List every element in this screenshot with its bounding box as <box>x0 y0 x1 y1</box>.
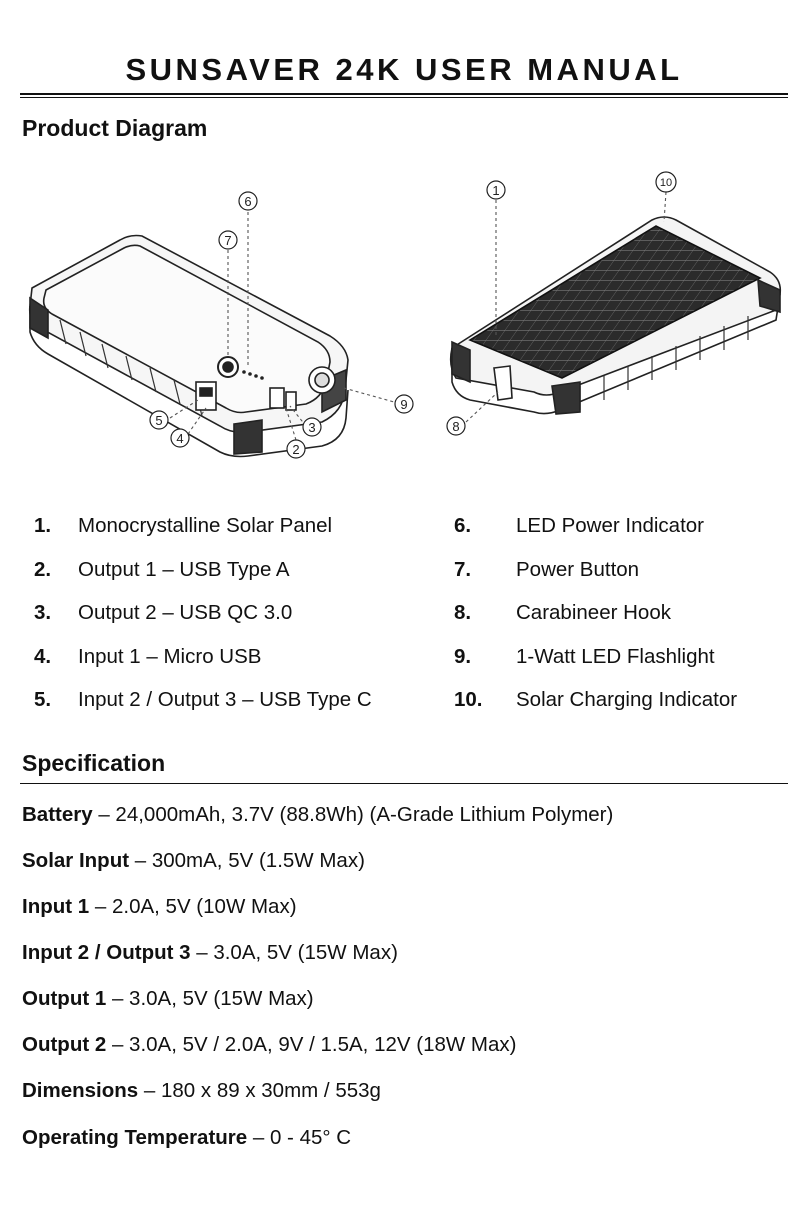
callout-5: 5 <box>149 410 169 430</box>
spec-value: – 2.0A, 5V (10W Max) <box>89 895 297 918</box>
specification-divider <box>20 783 788 784</box>
spec-row: Input 2 / Output 3 – 3.0A, 5V (15W Max) <box>22 941 398 965</box>
svg-text:7: 7 <box>224 233 231 248</box>
spec-name: Output 2 <box>22 1033 107 1056</box>
spec-value: – 3.0A, 5V (15W Max) <box>106 987 314 1010</box>
callout-10: 10 <box>655 171 677 193</box>
callout-2: 2 <box>286 439 306 459</box>
spec-name: Operating Temperature <box>22 1126 248 1149</box>
spec-name: Input 1 <box>22 895 90 918</box>
svg-text:3: 3 <box>308 420 315 435</box>
spec-value: – 3.0A, 5V (15W Max) <box>190 941 398 964</box>
callout-4: 4 <box>170 428 190 448</box>
svg-text:6: 6 <box>244 194 251 209</box>
svg-text:2: 2 <box>292 442 299 457</box>
svg-text:5: 5 <box>155 413 162 428</box>
spec-row: Battery – 24,000mAh, 3.7V (88.8Wh) (A-Gr… <box>22 803 613 827</box>
spec-name: Dimensions <box>22 1079 139 1102</box>
spec-row: Output 2 – 3.0A, 5V / 2.0A, 9V / 1.5A, 1… <box>22 1033 516 1057</box>
spec-value: – 24,000mAh, 3.7V (88.8Wh) (A-Grade Lith… <box>92 803 614 826</box>
spec-row: Operating Temperature – 0 - 45° C <box>22 1126 351 1150</box>
power-bank-back-view <box>449 216 782 415</box>
callout-markers: 6 7 9 5 4 3 2 1 10 8 <box>149 171 677 459</box>
product-diagram: 6 7 9 5 4 3 2 1 10 8 <box>28 171 782 459</box>
spec-value: – 0 - 45° C <box>247 1126 352 1149</box>
callout-3: 3 <box>302 417 322 437</box>
callout-1: 1 <box>486 180 506 200</box>
document-title: SUNSAVER 24K USER MANUAL <box>125 52 683 87</box>
spec-row: Dimensions – 180 x 89 x 30mm / 553g <box>22 1079 381 1103</box>
spec-name: Output 1 <box>22 987 107 1010</box>
svg-text:9: 9 <box>400 397 407 412</box>
spec-row: Input 1 – 2.0A, 5V (10W Max) <box>22 895 297 919</box>
power-bank-front-view <box>28 234 349 458</box>
callout-leaders <box>169 191 667 441</box>
spec-name: Battery <box>22 803 93 826</box>
svg-text:1: 1 <box>492 183 499 198</box>
callout-7: 7 <box>218 230 238 250</box>
specification-heading: Specification <box>22 750 166 776</box>
spec-row: Output 1 – 3.0A, 5V (15W Max) <box>22 987 314 1011</box>
spec-row: Solar Input – 300mA, 5V (1.5W Max) <box>22 849 365 873</box>
product-diagram-heading: Product Diagram <box>22 115 208 141</box>
svg-text:10: 10 <box>660 177 672 189</box>
callout-8: 8 <box>446 416 466 436</box>
spec-name: Solar Input <box>22 849 130 872</box>
svg-text:4: 4 <box>176 431 183 446</box>
title-divider <box>20 93 788 98</box>
spec-value: – 180 x 89 x 30mm / 553g <box>138 1079 381 1102</box>
spec-value: – 300mA, 5V (1.5W Max) <box>129 849 365 872</box>
svg-text:8: 8 <box>452 419 459 434</box>
spec-value: – 3.0A, 5V / 2.0A, 9V / 1.5A, 12V (18W M… <box>106 1033 517 1056</box>
spec-name: Input 2 / Output 3 <box>22 941 191 964</box>
callout-6: 6 <box>238 191 258 211</box>
callout-9: 9 <box>394 394 414 414</box>
